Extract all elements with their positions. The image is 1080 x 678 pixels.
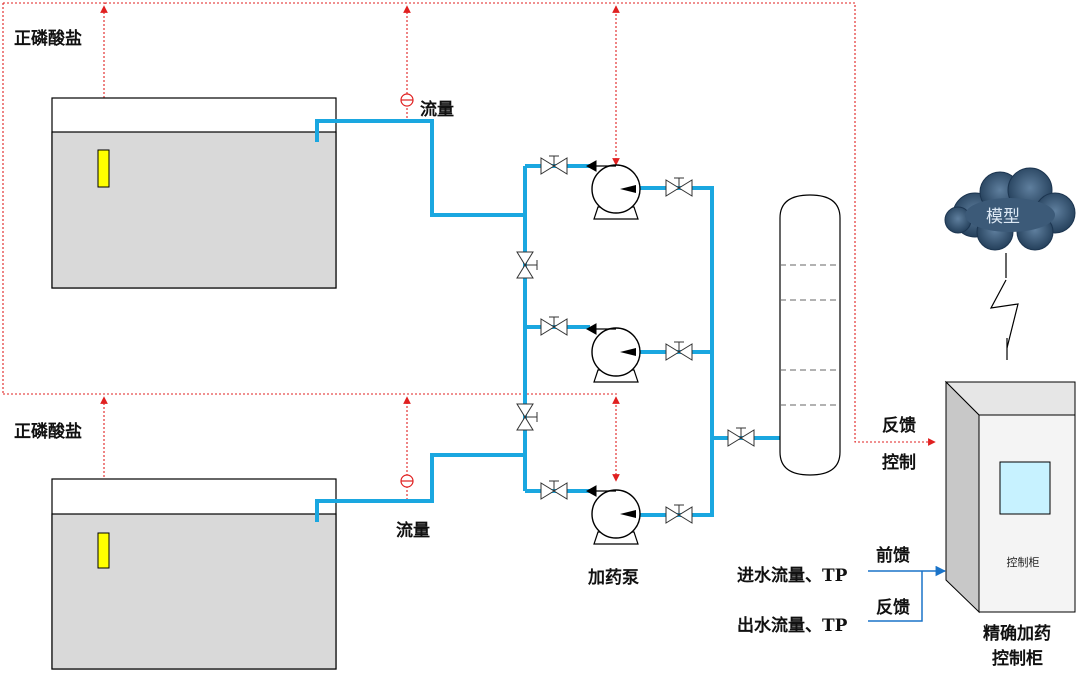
feed-signal-lines xyxy=(868,565,947,622)
valve-icon xyxy=(665,177,693,197)
wireless-link-icon xyxy=(989,253,1019,360)
model-label: 模型 xyxy=(986,207,1020,227)
control-cabinet xyxy=(944,380,1076,614)
feedback-signal-label: 反馈 xyxy=(876,597,910,618)
valve-icon xyxy=(540,155,568,175)
pump-icon xyxy=(585,160,641,220)
flow-top-label: 流量 xyxy=(420,99,454,120)
control-label: 控制 xyxy=(882,452,916,473)
valve-icon xyxy=(665,504,693,524)
valve-icon xyxy=(540,316,568,336)
tank-top xyxy=(51,97,337,289)
outflow-label: 出水流量、TP xyxy=(737,615,848,636)
feedforward-label: 前馈 xyxy=(876,545,910,566)
cabinet-screen xyxy=(999,461,1051,515)
flowmeter-top xyxy=(400,93,414,107)
pipes xyxy=(315,119,780,522)
level-sensor-bottom xyxy=(97,532,110,569)
signal-lines xyxy=(2,2,936,533)
cabinet-inner-label: 控制柜 xyxy=(1007,555,1040,569)
cloud-model-icon xyxy=(944,167,1076,251)
flowmeter-bottom xyxy=(400,474,414,488)
cabinet-title-line2: 控制柜 xyxy=(992,648,1043,669)
cabinet-title-line1: 精确加药 xyxy=(983,623,1051,644)
valve-icon xyxy=(516,403,538,431)
valve-icon xyxy=(665,341,693,361)
valve-icon xyxy=(516,251,538,279)
pump-icon xyxy=(585,323,641,383)
reactor-column xyxy=(779,194,841,476)
inflow-label: 进水流量、TP xyxy=(737,565,848,586)
feedback-label: 反馈 xyxy=(882,415,916,436)
valves xyxy=(516,155,755,524)
tank-bottom xyxy=(51,478,337,670)
flow-bottom-label: 流量 xyxy=(396,520,430,541)
tank-bottom-label: 正磷酸盐 xyxy=(14,421,82,442)
pump-icon xyxy=(585,485,641,545)
level-sensor-top xyxy=(97,149,110,188)
valve-icon xyxy=(540,480,568,500)
tank-top-label: 正磷酸盐 xyxy=(14,28,82,49)
pump-label: 加药泵 xyxy=(587,567,639,588)
valve-icon xyxy=(727,427,755,447)
